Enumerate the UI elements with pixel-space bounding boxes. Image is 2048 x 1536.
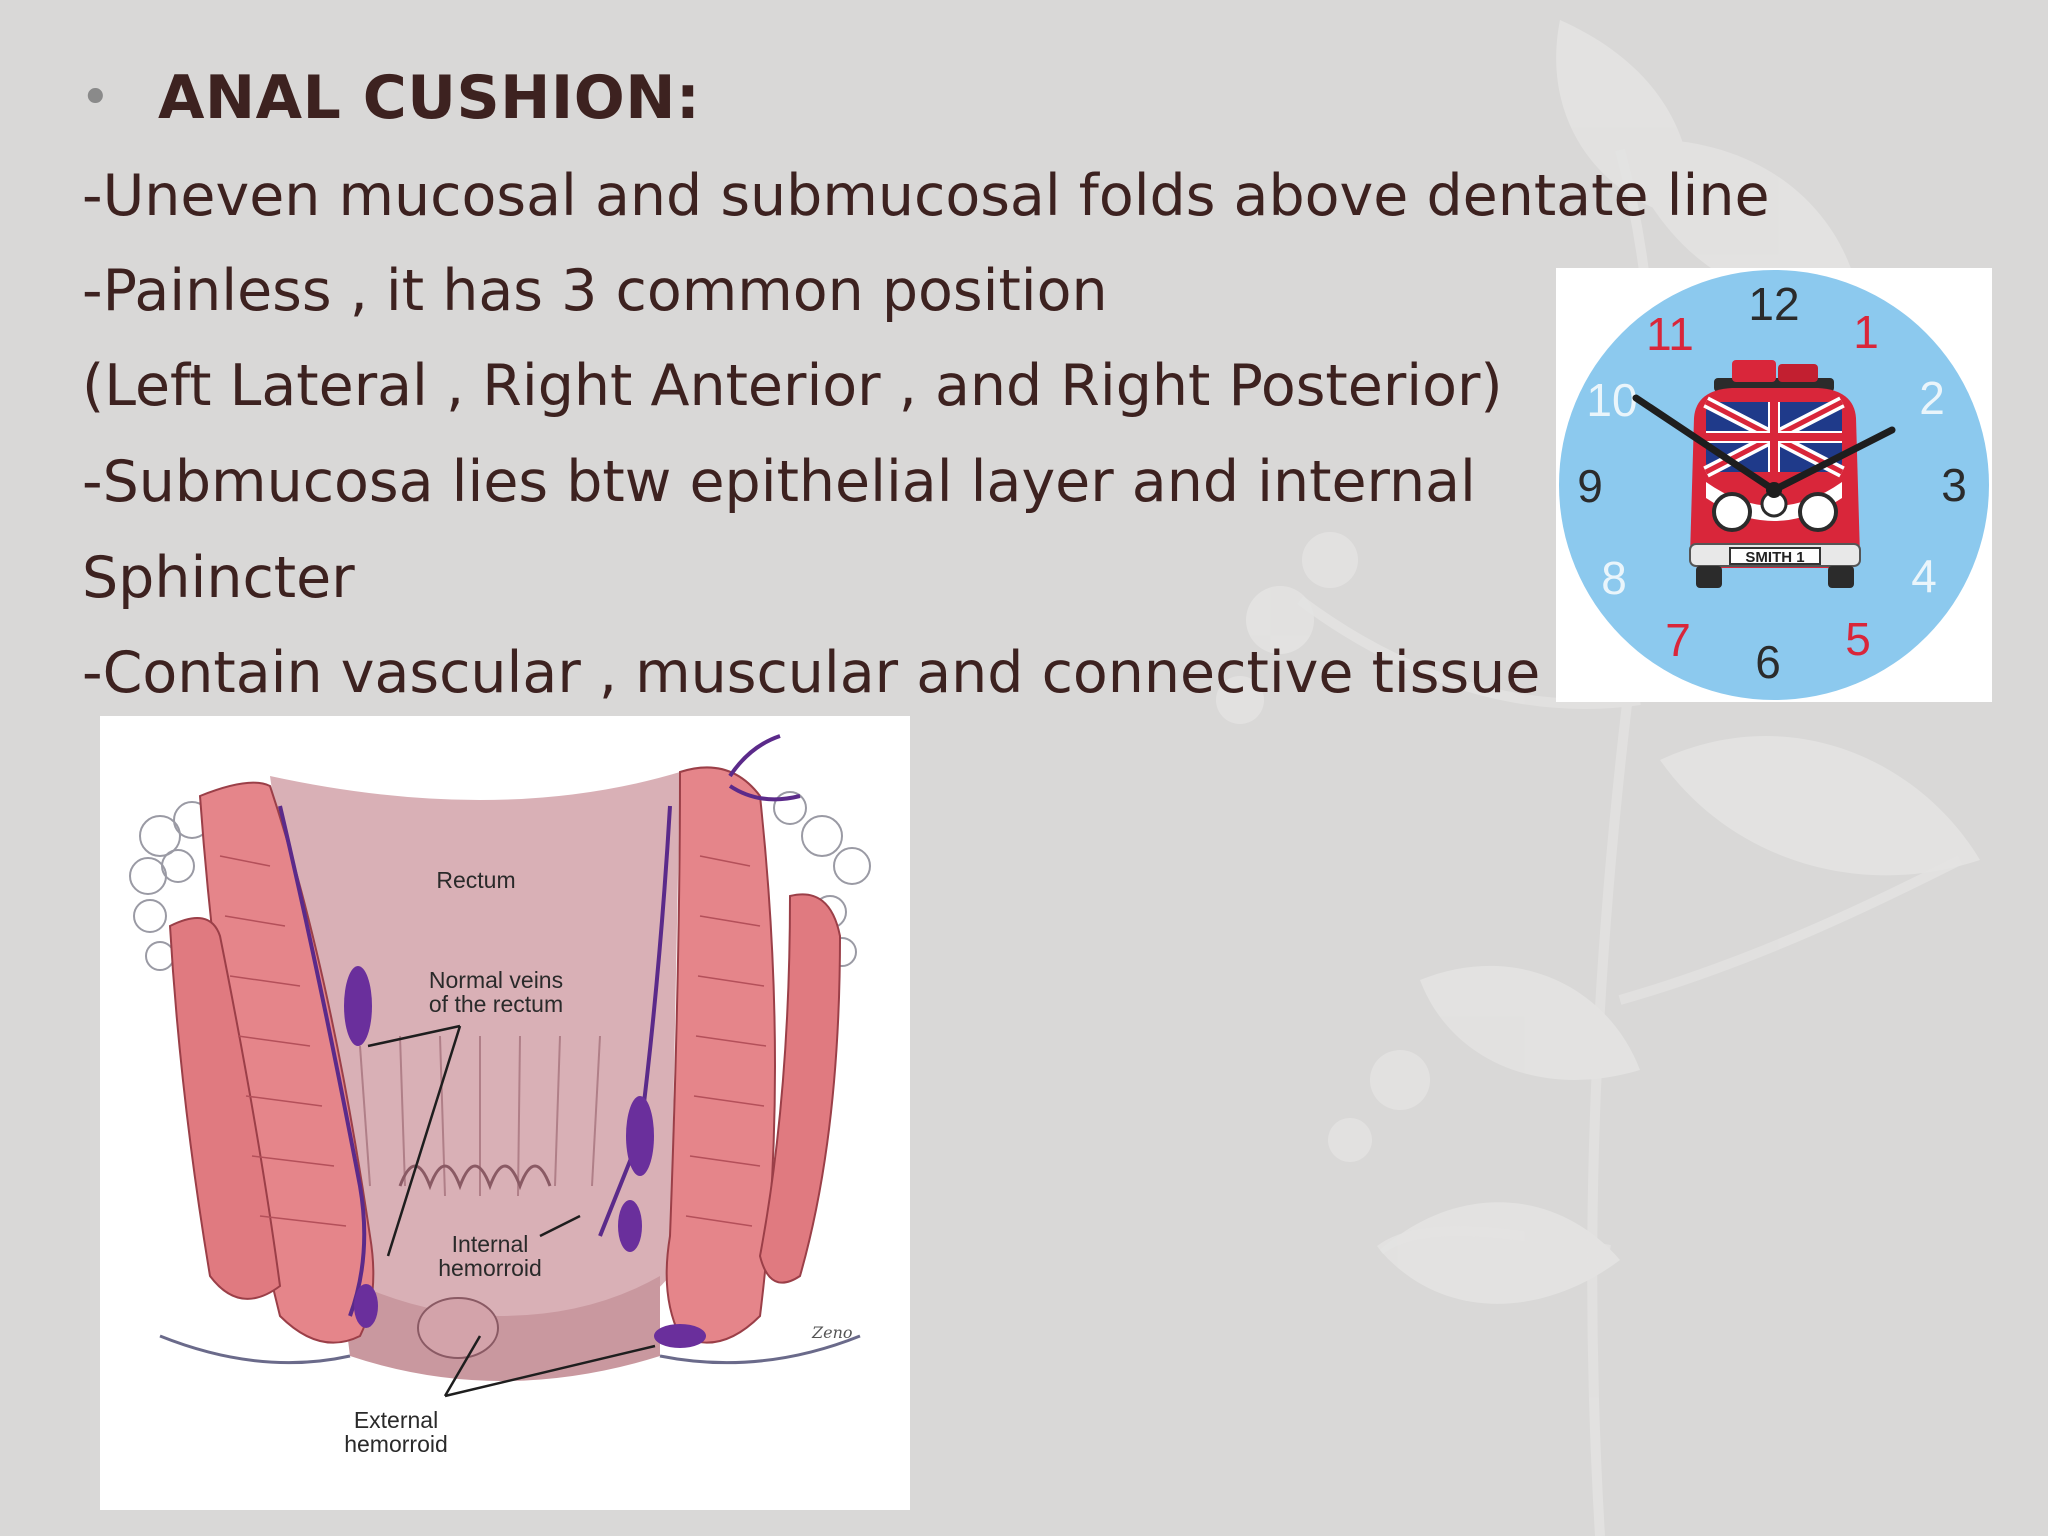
bullet-marker: • [80, 68, 111, 128]
van-badge: SMITH 1 [1745, 549, 1804, 566]
body-line-4: -Submucosa lies btw epithelial layer and… [82, 449, 1476, 515]
artist-signature: Zeno [811, 1323, 853, 1342]
clock-number-6: 6 [1755, 636, 1781, 688]
clock-number-3: 3 [1941, 459, 1967, 511]
hemorrhoid-plexus [344, 966, 706, 1348]
mucosal-folds [359, 1035, 601, 1197]
clock-number-4: 4 [1911, 550, 1937, 602]
right-sphincter-muscle [665, 766, 776, 1344]
slide-title: ANAL CUSHION: [158, 63, 701, 133]
label-normal-veins-line1: Normal veins [429, 967, 563, 993]
anorectal-illustration: Rectum Normal veins of the rectum Intern… [100, 716, 910, 1510]
external-hemorrhoid [417, 1297, 499, 1359]
anatomy-diagram: Rectum Normal veins of the rectum Intern… [100, 716, 910, 1510]
clock-face: 12 1 2 3 4 5 6 7 8 9 10 11 [1559, 270, 1989, 700]
body-line-3: (Left Lateral , Right Anterior , and Rig… [82, 353, 1503, 419]
label-external-hemorrhoid-line2: hemorroid [344, 1431, 448, 1457]
clock-number-2: 2 [1919, 372, 1945, 424]
label-normal-veins-line2: of the rectum [429, 991, 563, 1017]
body-line-5: Sphincter [82, 545, 355, 611]
van-icon: SMITH 1 [1689, 360, 1861, 588]
clock-number-12: 12 [1748, 278, 1799, 330]
left-external-muscle [168, 917, 282, 1300]
label-rectum: Rectum [436, 867, 515, 893]
body-line-1: -Uneven mucosal and submucosal folds abo… [82, 163, 1770, 229]
clock-number-5: 5 [1845, 613, 1871, 665]
clock-hands [1632, 394, 1896, 498]
rectal-lumen [270, 772, 680, 1348]
body-line-6: -Contain vascular , muscular and connect… [82, 640, 1541, 706]
title-row: • ANAL CUSHION: [80, 58, 700, 138]
clock-number-8: 8 [1601, 552, 1627, 604]
clock-number-1: 1 [1853, 306, 1879, 358]
rectal-veins [278, 734, 801, 1317]
label-external-hemorrhoid-line1: External [354, 1407, 438, 1433]
clock-number-11: 11 [1646, 308, 1694, 360]
clock-number-7: 7 [1665, 614, 1691, 666]
body-line-2: -Painless , it has 3 common position [82, 258, 1108, 324]
clock-image: 12 1 2 3 4 5 6 7 8 9 10 11 [1556, 268, 1992, 702]
right-external-muscle [758, 893, 842, 1284]
label-pointers [367, 1024, 656, 1398]
clock-number-9: 9 [1577, 460, 1603, 512]
label-internal-hemorrhoid-line2: hemorroid [438, 1255, 542, 1281]
label-internal-hemorrhoid-line1: Internal [452, 1231, 529, 1257]
clock-number-10: 10 [1586, 374, 1637, 426]
